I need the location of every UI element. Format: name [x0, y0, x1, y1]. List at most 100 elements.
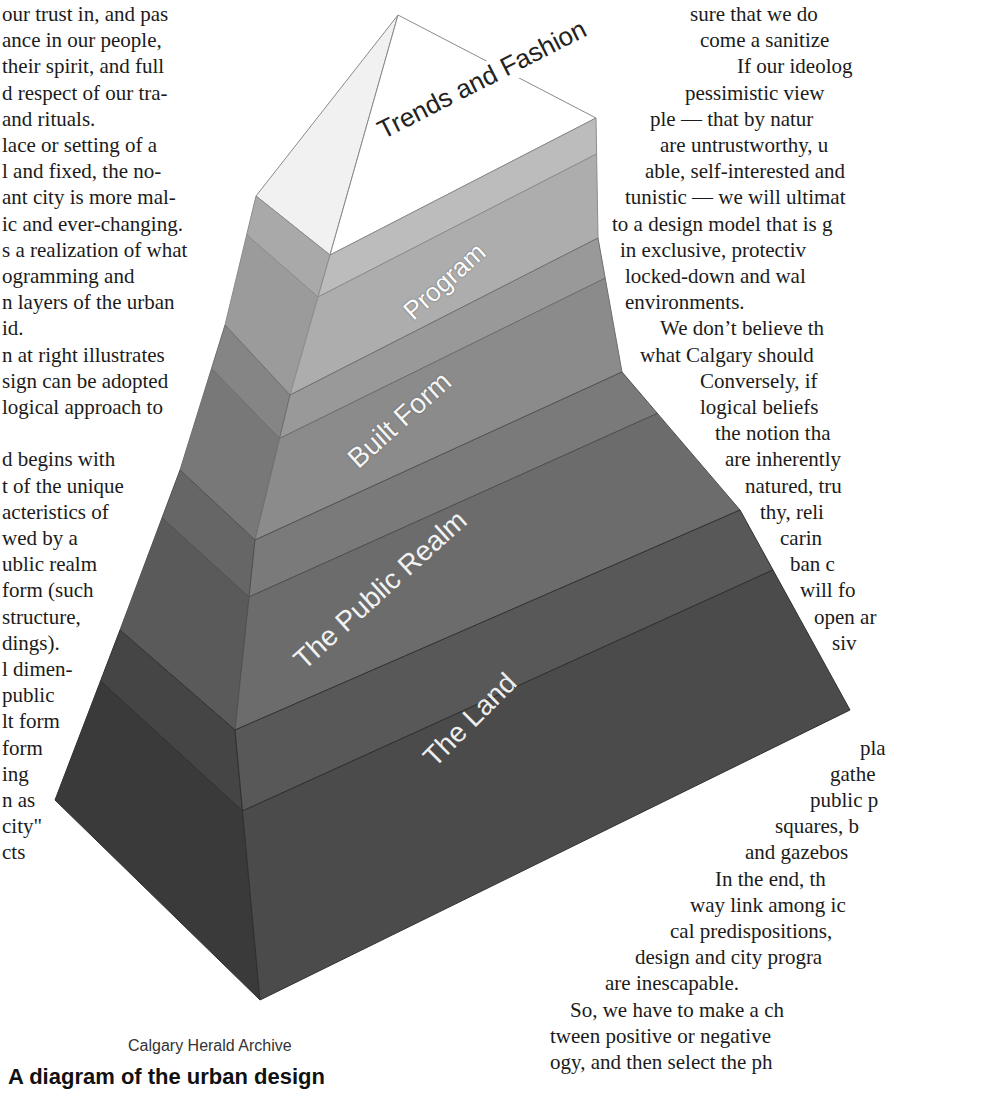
- body-text-line: ple — that by natur: [650, 107, 813, 131]
- column-fragment: to a design model that is g: [612, 212, 832, 236]
- column-fragment: design and city progra: [635, 945, 822, 969]
- body-text-line: gathe: [830, 762, 875, 786]
- body-text-line: are inherently: [725, 447, 841, 471]
- column-fragment: cal predispositions,: [670, 919, 832, 943]
- body-text-line: their spirit, and full: [2, 54, 164, 78]
- body-text-line: So, we have to make a ch: [570, 998, 784, 1022]
- body-text-line: carin: [780, 526, 822, 550]
- column-fragment: locked-down and wal: [625, 264, 806, 288]
- body-text-line: natured, tru: [745, 474, 842, 498]
- column-fragment: come a sanitize: [700, 28, 829, 52]
- body-text-line: dings).: [2, 631, 60, 655]
- column-fragment: ple — that by natur: [650, 107, 813, 131]
- column-fragment: public: [2, 683, 55, 707]
- column-fragment: carin: [780, 526, 822, 550]
- body-text-line: id.: [2, 316, 24, 340]
- column-fragment: city": [2, 814, 42, 838]
- column-fragment: logical approach to: [2, 395, 163, 419]
- body-text-line: to a design model that is g: [612, 212, 832, 236]
- column-fragment: ublic realm: [2, 552, 97, 576]
- column-fragment: siv: [832, 631, 857, 655]
- body-text-line: what Calgary should: [640, 343, 814, 367]
- body-text-line: lace or setting of a: [2, 133, 157, 157]
- column-fragment: will fo: [800, 578, 855, 602]
- column-fragment: ing: [2, 762, 29, 786]
- column-fragment: way link among ic: [690, 893, 846, 917]
- body-text-line: ing: [2, 762, 29, 786]
- body-text-line: will fo: [800, 578, 855, 602]
- body-text-line: and rituals.: [2, 107, 95, 131]
- body-text-line: are inescapable.: [605, 971, 739, 995]
- column-fragment: lace or setting of a: [2, 133, 157, 157]
- body-text-line: come a sanitize: [700, 28, 829, 52]
- column-fragment: and rituals.: [2, 107, 95, 131]
- column-fragment: d respect of our tra-: [2, 81, 168, 105]
- body-text-line: n as: [2, 788, 35, 812]
- column-fragment: tunistic — we will ultimat: [625, 185, 845, 209]
- layer-face: [243, 570, 851, 1000]
- column-fragment: are inherently: [725, 447, 841, 471]
- body-text-line: In the end, th: [715, 867, 826, 891]
- caption-box: A diagram of the urban design: [8, 1064, 325, 1090]
- column-fragment: what Calgary should: [640, 343, 814, 367]
- body-text-line: acteristics of: [2, 500, 109, 524]
- body-text-line: siv: [832, 631, 857, 655]
- column-fragment: their spirit, and full: [2, 54, 164, 78]
- photo-credit: Calgary Herald Archive: [128, 1036, 292, 1056]
- body-text-line: sign can be adopted: [2, 369, 168, 393]
- body-text-line: Conversely, if: [700, 369, 818, 393]
- column-fragment: the notion tha: [715, 421, 830, 445]
- column-fragment: Conversely, if: [700, 369, 818, 393]
- body-text-line: city": [2, 814, 42, 838]
- body-text-line: ic and ever-changing.: [2, 212, 183, 236]
- body-text-line: sure that we do: [690, 2, 818, 26]
- column-fragment: d begins with: [2, 447, 115, 471]
- layer-face: [55, 681, 260, 1000]
- column-fragment: structure,: [2, 605, 81, 629]
- body-text-line: ogy, and then select the ph: [550, 1050, 773, 1074]
- column-fragment: squares, b: [775, 814, 859, 838]
- body-text-line: our trust in, and pas: [2, 2, 168, 26]
- body-text-line: tunistic — we will ultimat: [625, 185, 845, 209]
- body-text-line: locked-down and wal: [625, 264, 806, 288]
- body-text-line: structure,: [2, 605, 81, 629]
- column-fragment: tween positive or negative: [550, 1024, 771, 1048]
- body-text-line: cal predispositions,: [670, 919, 832, 943]
- body-text-line: open ar: [814, 605, 876, 629]
- body-text-line: public: [2, 683, 55, 707]
- column-fragment: are inescapable.: [605, 971, 739, 995]
- body-text-line: t of the unique: [2, 474, 124, 498]
- body-text-line: squares, b: [775, 814, 859, 838]
- column-fragment: wed by a: [2, 526, 78, 550]
- column-fragment: t of the unique: [2, 474, 124, 498]
- body-text-line: logical approach to: [2, 395, 163, 419]
- body-text-line: form: [2, 736, 43, 760]
- column-fragment: are untrustworthy, u: [660, 133, 828, 157]
- body-text-line: d respect of our tra-: [2, 81, 168, 105]
- column-fragment: s a realization of what: [2, 238, 187, 262]
- column-fragment: able, self-interested and: [645, 159, 845, 183]
- column-fragment: id.: [2, 316, 24, 340]
- body-text-line: tween positive or negative: [550, 1024, 771, 1048]
- column-fragment: ogramming and: [2, 264, 134, 288]
- body-text-line: ublic realm: [2, 552, 97, 576]
- body-text-line: and gazebos: [745, 840, 848, 864]
- column-fragment: l and fixed, the no-: [2, 159, 161, 183]
- column-fragment: sign can be adopted: [2, 369, 168, 393]
- column-fragment: thy, reli: [760, 500, 824, 524]
- column-fragment: form: [2, 736, 43, 760]
- body-text-line: form (such: [2, 578, 94, 602]
- body-text-line: are untrustworthy, u: [660, 133, 828, 157]
- column-fragment: logical beliefs: [700, 395, 818, 419]
- column-fragment: cts: [2, 840, 25, 864]
- body-text-line: ance in our people,: [2, 28, 162, 52]
- column-fragment: sure that we do: [690, 2, 818, 26]
- column-fragment: our trust in, and pas: [2, 2, 168, 26]
- body-text-line: l and fixed, the no-: [2, 159, 161, 183]
- column-fragment: dings).: [2, 631, 60, 655]
- column-fragment: ban c: [790, 552, 835, 576]
- body-text-line: wed by a: [2, 526, 78, 550]
- column-fragment: gathe: [830, 762, 875, 786]
- column-fragment: public p: [810, 788, 878, 812]
